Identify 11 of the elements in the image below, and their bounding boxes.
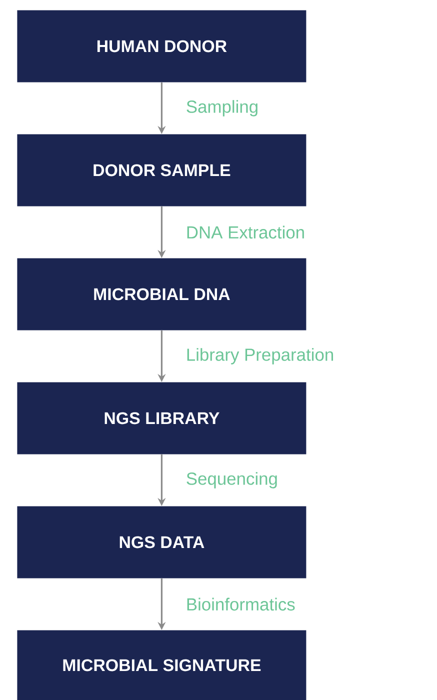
edge-label: Sampling <box>186 100 258 116</box>
edge-label: Sequencing <box>186 472 277 488</box>
edge-label: Library Preparation <box>187 348 333 364</box>
process-box: HUMAN DONOR <box>17 10 306 82</box>
process-box: NGS LIBRARY <box>17 382 306 454</box>
edge-label: DNA Extraction <box>187 226 304 239</box>
process-box: MICROBIAL DNA <box>17 258 306 330</box>
process-box: MICROBIAL SIGNATURE <box>17 630 306 700</box>
process-box: DONOR SAMPLE <box>17 134 306 206</box>
process-box: NGS DATA <box>17 506 306 578</box>
edge-label: Bioinformatics <box>187 598 295 611</box>
